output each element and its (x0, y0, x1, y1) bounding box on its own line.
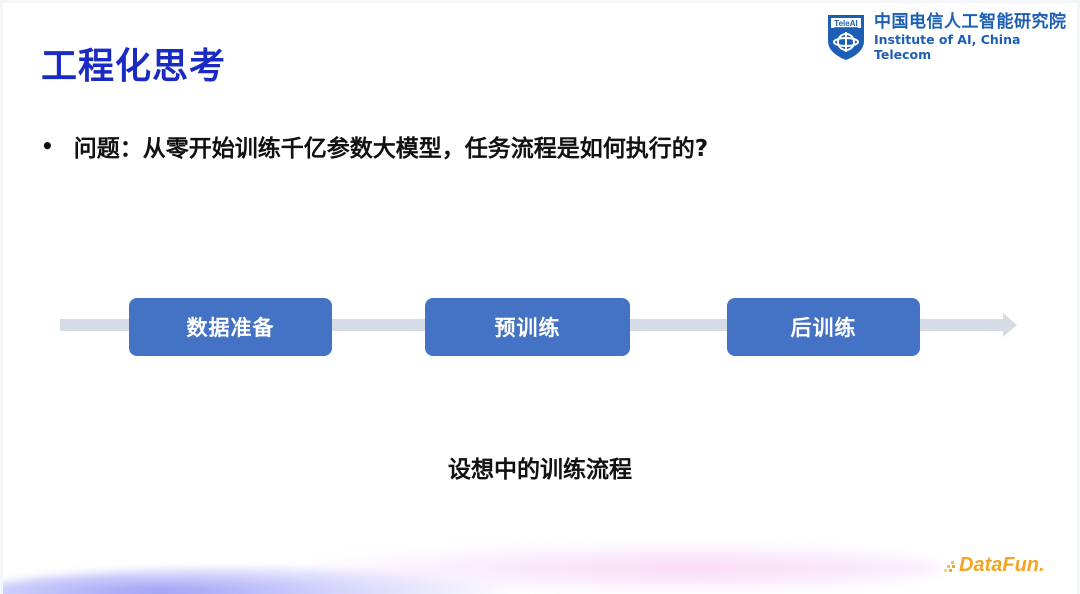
logo-name-en: Institute of AI, China Telecom (874, 32, 1021, 63)
question-bullet: • 问题：从零开始训练千亿参数大模型，任务流程是如何执行的? (41, 129, 708, 163)
step-pretraining: 预训练 (425, 298, 630, 356)
bullet-icon: • (41, 134, 54, 158)
shield-icon: TeleAI (826, 13, 866, 61)
flow-caption: 设想中的训练流程 (448, 457, 632, 483)
step-label: 后训练 (790, 316, 857, 340)
question-text: 问题：从零开始训练千亿参数大模型，任务流程是如何执行的? (73, 136, 709, 162)
datafun-logo: DataFun. (943, 554, 1045, 577)
slide-title: 工程化思考 (41, 46, 227, 87)
step-post-training: 后训练 (727, 298, 920, 356)
decorative-wave (303, 543, 943, 593)
step-label: 预训练 (494, 316, 561, 340)
slide: 工程化思考 TeleAI 中国电信人工智能研究院 Institute of AI… (3, 3, 1077, 594)
arrow-head-icon (1003, 313, 1017, 337)
pixel-dots-icon (943, 559, 957, 573)
teleai-logo: TeleAI 中国电信人工智能研究院 Institute of AI, Chin… (826, 12, 1077, 62)
datafun-wordmark: DataFun. (959, 554, 1045, 576)
logo-name-cn: 中国电信人工智能研究院 (874, 12, 1067, 32)
svg-text:TeleAI: TeleAI (834, 19, 857, 28)
step-label: 数据准备 (186, 316, 275, 340)
step-data-preparation: 数据准备 (129, 298, 332, 356)
